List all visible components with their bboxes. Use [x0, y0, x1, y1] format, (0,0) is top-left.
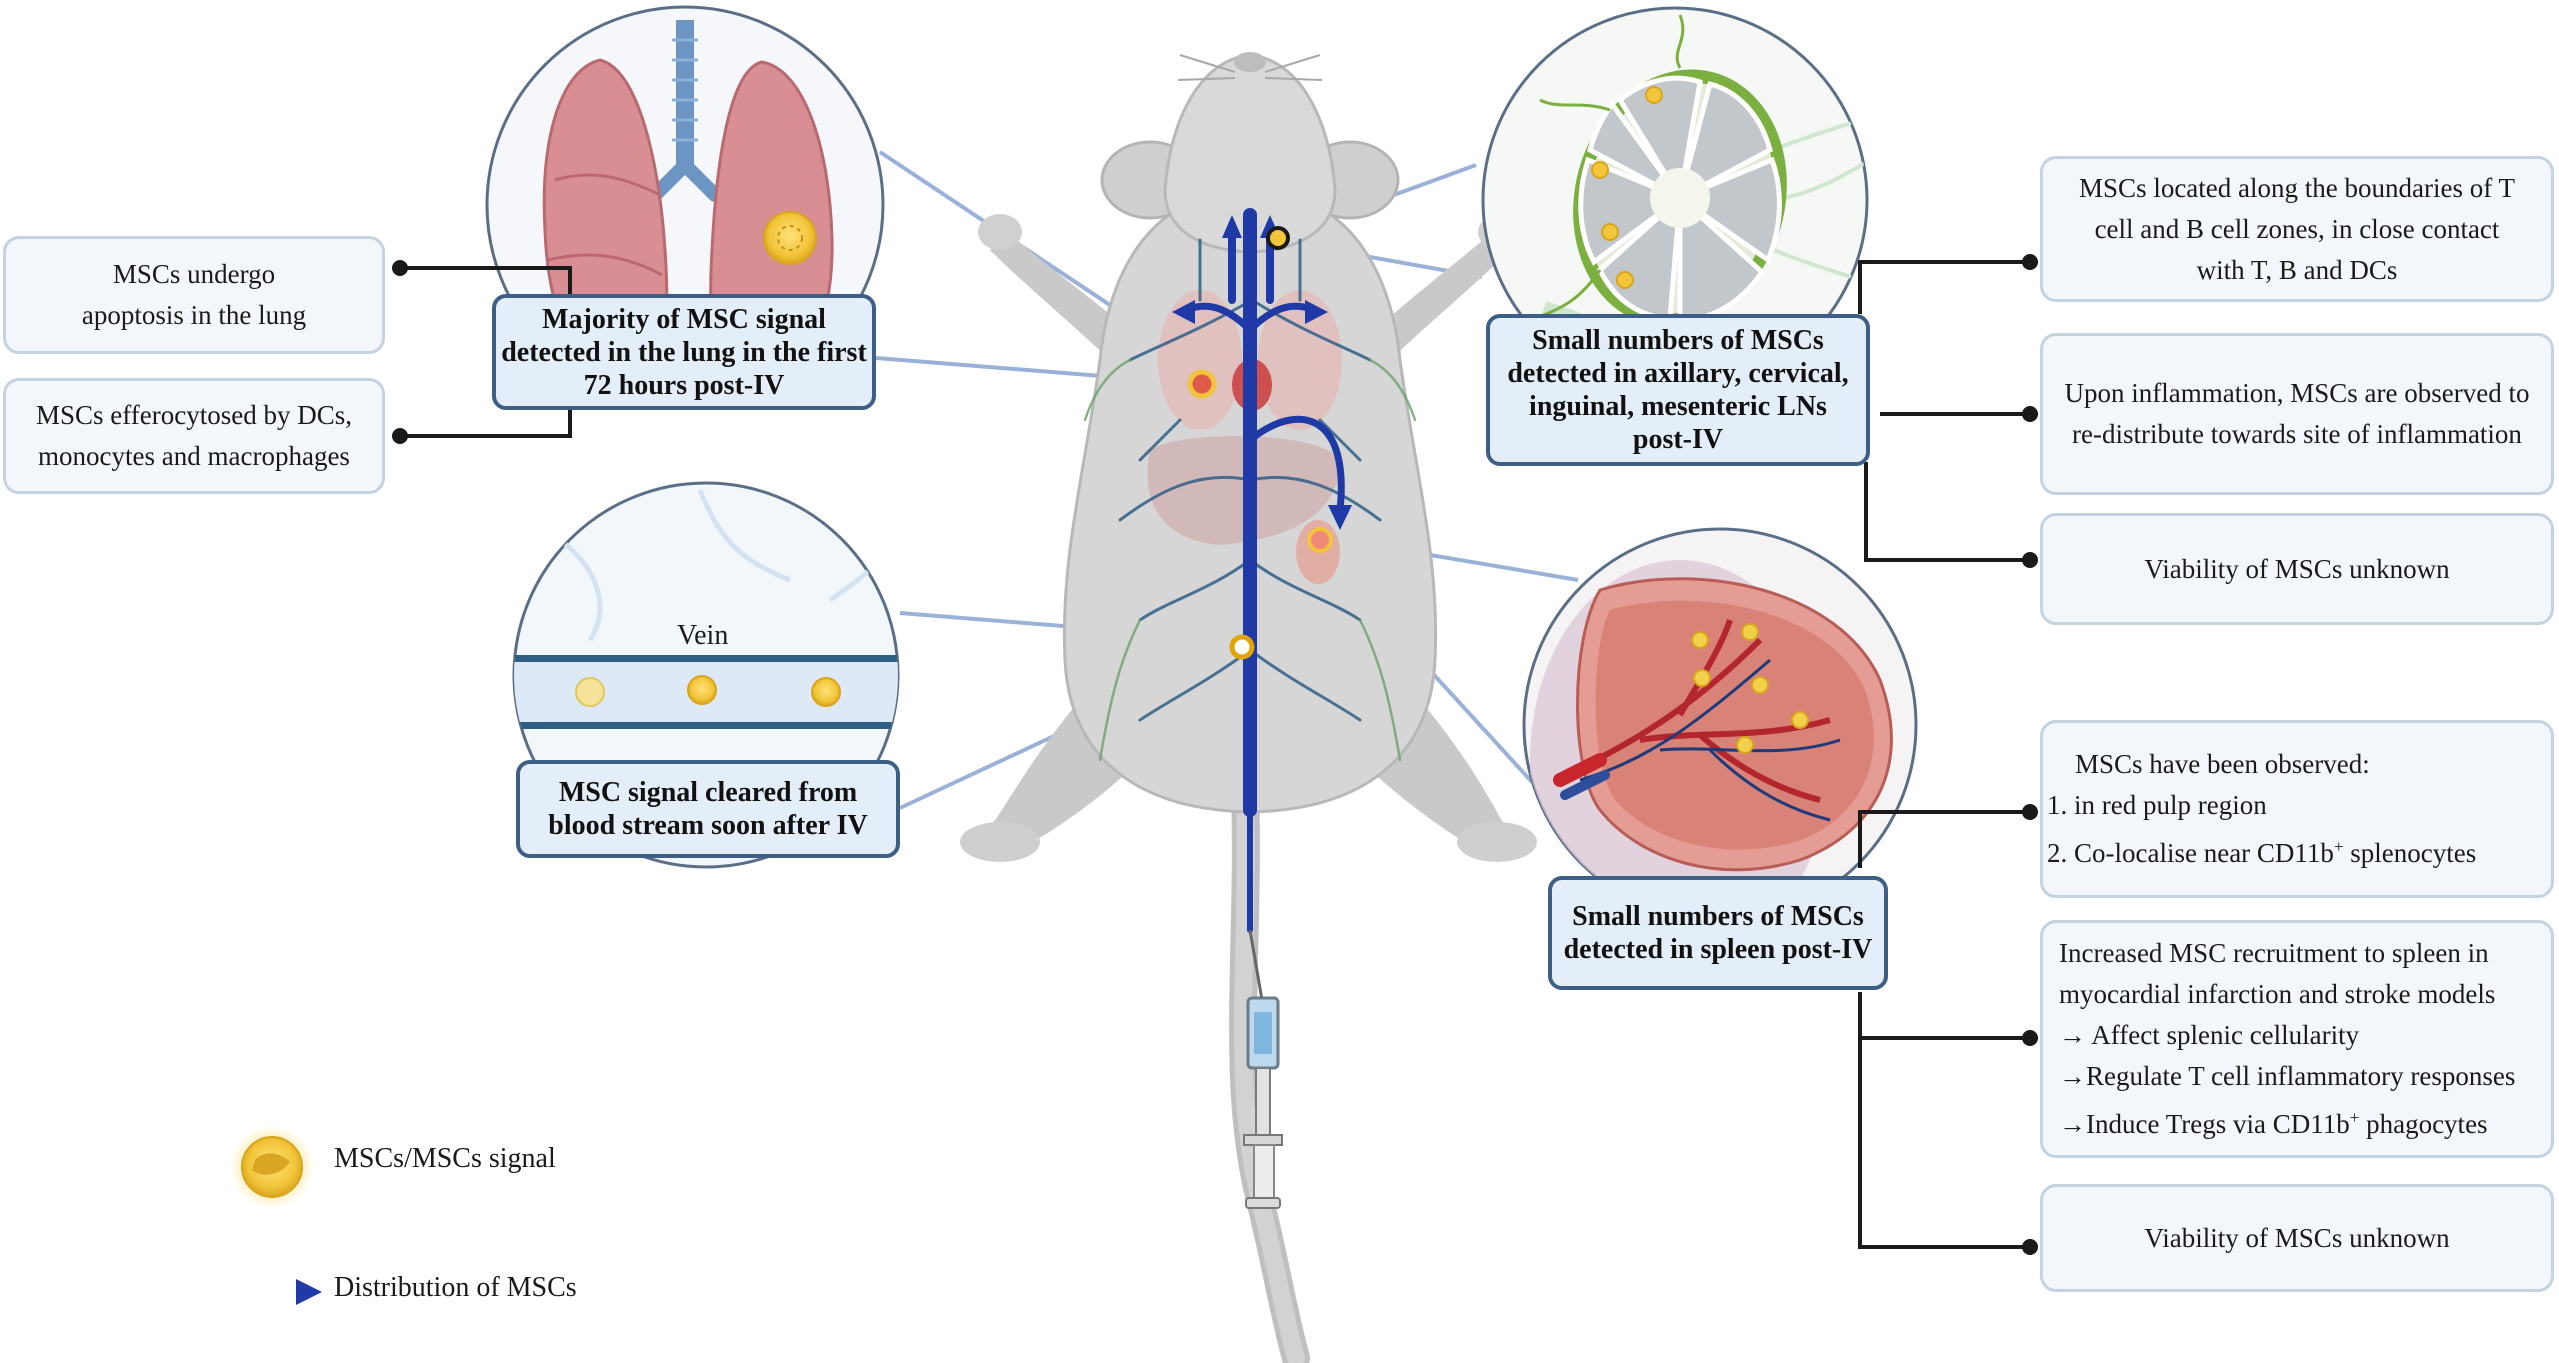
bracket-dots [392, 254, 2038, 1255]
legend-arrow-icon [205, 1279, 322, 1305]
legend-distribution-label: Distribution of MSCs [334, 1272, 577, 1303]
bracket-connectors [400, 260, 2030, 1249]
lymph-note-inflammation: Upon inflammation, MSCs are observed to … [2040, 333, 2554, 495]
lymph-note-boundaries: MSCs located along the boundaries of T c… [2040, 156, 2554, 302]
spleen-heading: Small numbers of MSCs detected in spleen… [1548, 876, 1888, 990]
lymph-note-viability: Viability of MSCs unknown [2040, 513, 2554, 625]
spleen-note-recruitment: Increased MSC recruitment to spleen in m… [2040, 920, 2554, 1158]
lung-heading: Majority of MSC signal detected in the l… [492, 294, 876, 410]
spleen-illustration [1522, 527, 1918, 923]
lung-note-efferocytosis: MSCs efferocytosed by DCs, monocytes and… [3, 378, 385, 494]
legend-msc-label: MSCs/MSCs signal [334, 1143, 556, 1174]
syringe-icon [1243, 929, 1283, 1209]
spleen-note-observed: MSCs have been observed: 1. in red pulp … [2040, 720, 2554, 898]
spleen-observed-item2: 2. Co-localise near CD11b+ splenocytes [2047, 837, 2477, 868]
spleen-recruit-line5: →Induce Tregs via CD11b+ phagocytes [2059, 1108, 2488, 1139]
vein-heading: MSC signal cleared from blood stream soo… [516, 760, 900, 858]
vein-label: Vein [677, 620, 729, 651]
spleen-note-viability: Viability of MSCs unknown [2040, 1184, 2554, 1292]
vessel-tree [1083, 208, 1417, 933]
legend-msc-icon [230, 1125, 314, 1209]
msc-markers [1187, 226, 1333, 660]
lymph-node-heading: Small numbers of MSCs detected in axilla… [1486, 314, 1870, 466]
lung-note-apoptosis: MSCs undergo apoptosis in the lung [3, 236, 385, 354]
